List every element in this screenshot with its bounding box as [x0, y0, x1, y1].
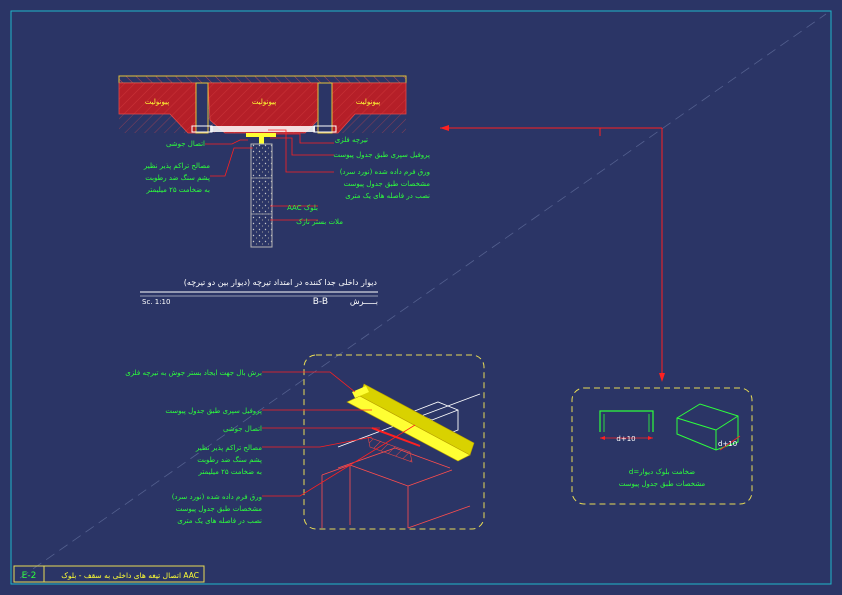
- iso-tee-cut: [352, 386, 369, 398]
- iso-label-formed-plate: ورق فرم داده شده (نورد سرد): [172, 493, 262, 501]
- section-bb-drawing: [118, 75, 665, 382]
- dim-label-iso: d+10: [718, 440, 737, 448]
- sheet-border: [10, 10, 832, 585]
- poly-block-center-hatch: [208, 83, 318, 133]
- plate-iso-box-edge: [715, 415, 739, 431]
- dim-line: [719, 435, 741, 451]
- label-formed-plate-spacing: نصب در فاصله های یک متری: [345, 192, 430, 200]
- dim-arrow: [648, 436, 653, 440]
- plate-profile: [599, 410, 654, 432]
- leader-line: [262, 424, 416, 497]
- plate-iso-box: [676, 403, 739, 451]
- label-weld: اتصال جوشی: [166, 140, 205, 148]
- plate-detail-frame: [571, 387, 753, 505]
- section-scale: Sc. 1:10: [142, 298, 170, 306]
- top-slab: [118, 75, 407, 84]
- leader-line: [262, 436, 373, 448]
- iso-wall-outline: [407, 469, 453, 487]
- label-compressible: مصالح تراکم پذیر نظیر: [143, 162, 210, 170]
- plate-detail-drawing: [599, 403, 741, 451]
- label-formed-plate: ورق فرم داده شده (نورد سرد): [340, 168, 430, 176]
- poly-block-left-hatch: [119, 83, 196, 133]
- detail-caption-1: d=ضخامت بلوک دیوار: [629, 468, 695, 476]
- label-tee-profile: پروفیل سپری طبق جدول پیوست: [333, 151, 430, 159]
- section-word: بـــــرش: [350, 297, 378, 306]
- formed-plate: [210, 126, 315, 132]
- section-caption-title: دیوار داخلی جدا کننده در امتداد تیرچه (د…: [184, 278, 378, 287]
- label-steel-joist: تیرچه فلزی: [335, 136, 368, 144]
- leader-line: [276, 133, 334, 144]
- label-thickness: به ضخامت ۲۵ میلیمتر: [146, 186, 210, 194]
- arrow-head: [659, 373, 665, 382]
- label-rockwool: پشم سنگ ضد رطوبت: [145, 173, 210, 182]
- label-formed-plate-spec: مشخصات طبق جدول پیوست: [344, 180, 431, 188]
- iso-label-weld: اتصال جوشی: [223, 425, 262, 433]
- iso-label-tee-profile: پروفیل سپری طبق جدول پیوست: [165, 407, 262, 415]
- leader-line: [205, 139, 248, 145]
- title-block: [13, 565, 205, 583]
- leader-line: [210, 147, 253, 177]
- tee-profile-web: [259, 137, 264, 144]
- concrete-rib-left: [195, 82, 209, 134]
- leader-line: [262, 371, 356, 393]
- drawing-title: اتصال تیغه های داخلی به سقف - بلوک AAC: [61, 571, 199, 580]
- iso-label-rockwool: پشم سنگ ضد رطوبت: [197, 455, 262, 464]
- block-label-center: پیونولیت: [252, 98, 276, 106]
- iso-label-cut-flange: برش بال جهت ایجاد بستر جوش به تیرچه فلزی: [125, 369, 262, 377]
- plate-iso-box-edge: [676, 417, 717, 431]
- iso-wool: [367, 436, 413, 463]
- iso-detail-frame: [303, 354, 485, 530]
- drawing-code: E-2: [22, 571, 37, 581]
- iso-detail-drawing: [262, 371, 481, 529]
- iso-label-plate-spec: مشخصات طبق جدول پیوست: [176, 505, 263, 513]
- dim-label-front: d+10: [616, 435, 635, 443]
- arrow-head: [440, 125, 449, 131]
- leader-line: [270, 137, 334, 156]
- iso-wall-outline: [407, 505, 471, 529]
- block-label-left: پیونولیت: [145, 98, 169, 106]
- label-mortar: ملات بستر نازک: [296, 218, 343, 226]
- dim-arrow: [600, 436, 605, 440]
- iso-label-compressible: مصالح تراکم پذیر نظیر: [195, 444, 262, 452]
- label-aac-block: AAC بلوک: [287, 204, 318, 212]
- iso-label-plate-spacing: نصب در فاصله های یک متری: [177, 517, 262, 525]
- tee-profile-flange: [246, 133, 276, 137]
- construction-diagonal: [19, 13, 827, 579]
- iso-formed-plate-edge: [431, 409, 459, 421]
- section-id: B-B: [313, 297, 328, 307]
- leader-line: [268, 129, 334, 173]
- detail-caption-2: مشخصات طبق جدول پیوست: [619, 480, 706, 488]
- aac-wall: [250, 143, 273, 248]
- iso-label-thickness: به ضخامت ۲۵ میلیمتر: [198, 468, 262, 476]
- poly-block-right-hatch: [332, 83, 406, 133]
- concrete-rib-right: [317, 82, 333, 134]
- block-label-right: پیونولیت: [356, 98, 380, 106]
